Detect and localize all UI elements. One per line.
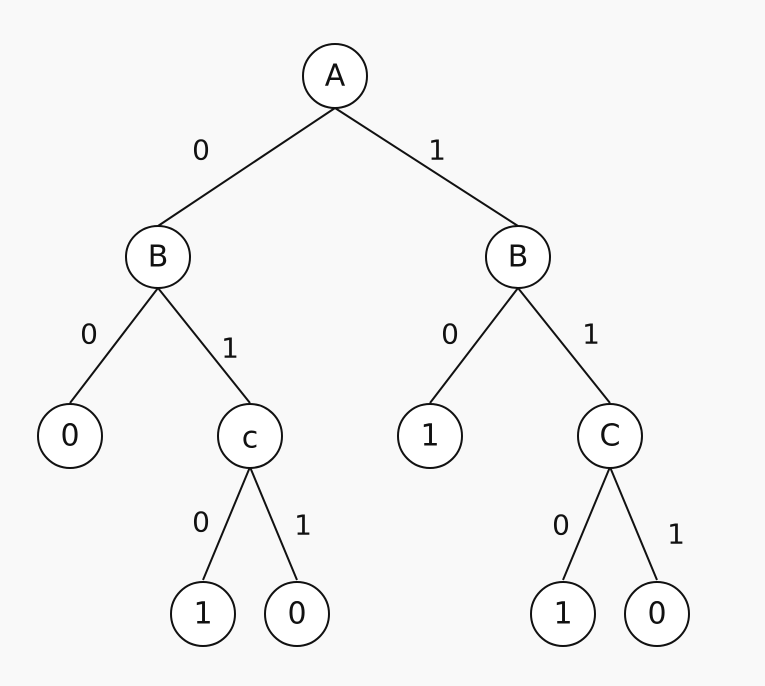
node-c-upper-circle <box>577 403 643 469</box>
node-c-lower: c <box>217 403 283 469</box>
node-c-upper-leaf-0: 1 <box>530 581 596 647</box>
node-a: A <box>302 43 368 109</box>
node-c-upper-leaf-1-circle <box>624 581 690 647</box>
edge-label-c-lower-leaf-1: 1 <box>294 509 312 542</box>
node-a-circle <box>302 43 368 109</box>
edge-label-a-b-left: 0 <box>192 134 210 167</box>
node-c-lower-label: c <box>242 421 259 456</box>
node-leaf-1-circle <box>397 403 463 469</box>
edge-c-upper-leaf-1 <box>609 466 658 581</box>
node-c-lower-leaf-0: 1 <box>170 581 236 647</box>
node-leaf-0-label: 0 <box>60 419 79 454</box>
edge-a-b-left <box>157 107 336 227</box>
node-b-left: B <box>125 225 191 289</box>
edge-a-b-right <box>334 107 519 227</box>
edge-b-right-leaf-1 <box>429 287 519 404</box>
edge-label-b-left-leaf-0: 0 <box>80 318 98 351</box>
node-c-lower-leaf-1-circle <box>264 581 330 647</box>
edge-label-b-right-leaf-1: 0 <box>441 318 459 351</box>
node-c-upper-leaf-0-circle <box>530 581 596 647</box>
node-c-lower-leaf-0-label: 1 <box>193 597 212 632</box>
edge-b-right-c-upper <box>517 287 611 404</box>
node-c-upper-leaf-0-label: 1 <box>553 597 572 632</box>
node-c-upper-leaf-1-label: 0 <box>647 597 666 632</box>
node-leaf-0-circle <box>37 403 103 469</box>
edge-c-lower-leaf-0 <box>202 466 251 581</box>
edge-b-left-c-lower <box>157 287 251 404</box>
edge-label-a-b-right: 1 <box>428 134 446 167</box>
edge-label-b-right-c-upper: 1 <box>582 318 600 351</box>
edge-b-left-leaf-0 <box>69 287 159 404</box>
edge-labels: 0 1 0 1 0 1 0 1 0 1 <box>80 134 685 551</box>
node-a-label: A <box>325 59 346 94</box>
node-c-upper-leaf-1: 0 <box>624 581 690 647</box>
node-c-lower-circle <box>217 403 283 469</box>
node-b-right-circle <box>485 225 551 289</box>
node-leaf-0: 0 <box>37 403 103 469</box>
node-c-lower-leaf-0-circle <box>170 581 236 647</box>
node-b-left-label: B <box>148 240 169 275</box>
edge-c-upper-leaf-0 <box>562 466 611 581</box>
node-c-upper: C <box>577 403 643 469</box>
node-b-right: B <box>485 225 551 289</box>
node-leaf-1-label: 1 <box>420 419 439 454</box>
edge-label-c-lower-leaf-0: 0 <box>192 506 210 539</box>
edge-label-b-left-c-lower: 1 <box>221 332 239 365</box>
node-b-right-label: B <box>508 240 529 275</box>
node-b-left-circle <box>125 225 191 289</box>
node-c-upper-label: C <box>600 419 621 454</box>
tree-edges <box>69 107 658 581</box>
node-leaf-1: 1 <box>397 403 463 469</box>
tree-nodes: A B B 0 c 1 C 1 <box>37 43 690 647</box>
node-c-lower-leaf-1-label: 0 <box>287 597 306 632</box>
edge-label-c-upper-leaf-1: 1 <box>667 518 685 551</box>
edge-label-c-upper-leaf-0: 0 <box>552 509 570 542</box>
edge-c-lower-leaf-1 <box>249 466 298 581</box>
node-c-lower-leaf-1: 0 <box>264 581 330 647</box>
